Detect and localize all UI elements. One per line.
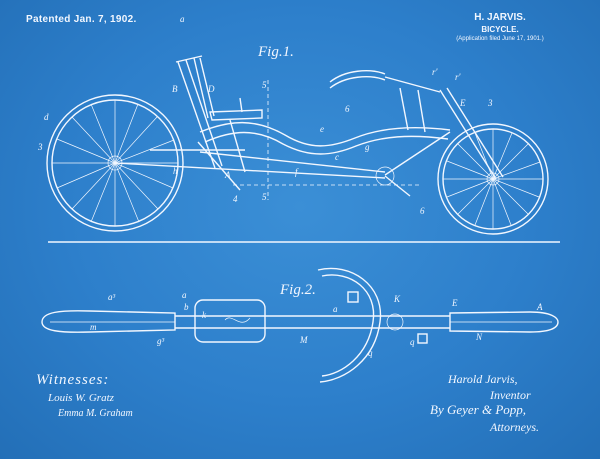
svg-text:3: 3 — [37, 142, 43, 152]
svg-text:h: h — [173, 166, 178, 176]
svg-text:r': r' — [432, 67, 439, 77]
svg-text:a³: a³ — [108, 292, 116, 302]
fig-1-side-view: a B D d 3 5 5 4 e 6 r' r' E 3 f c g 6 h … — [37, 14, 560, 243]
svg-text:d: d — [44, 112, 49, 122]
svg-text:a: a — [180, 14, 185, 24]
svg-text:E: E — [459, 98, 466, 108]
svg-text:b: b — [184, 302, 189, 312]
svg-text:k: k — [202, 310, 207, 320]
seat-plan — [194, 299, 266, 343]
rear-wheel — [46, 94, 184, 232]
svg-text:D: D — [207, 84, 215, 94]
inventor-role: Inventor — [490, 388, 531, 402]
front-wheel — [437, 123, 549, 235]
seat-back-post — [177, 61, 216, 169]
fig-2-label: Fig.2. — [280, 282, 316, 298]
witnesses-label: Witnesses: — [36, 372, 110, 388]
seat — [209, 109, 263, 121]
svg-text:5: 5 — [262, 80, 267, 90]
svg-text:f: f — [295, 167, 299, 177]
down-tube — [384, 131, 451, 176]
crank-arm — [384, 175, 411, 197]
svg-text:m: m — [90, 322, 97, 332]
application-date: (Application filed June 17, 1901.) — [456, 36, 544, 42]
svg-text:5: 5 — [262, 192, 267, 202]
witness-signature-2: Emma M. Graham — [58, 408, 133, 419]
crank-sprocket — [375, 166, 395, 186]
fig-2-top-view: a³ a b k M a K q E A N m g³ q — [41, 267, 559, 383]
svg-text:q: q — [368, 348, 373, 358]
svg-text:4: 4 — [233, 194, 238, 204]
svg-text:B: B — [172, 84, 178, 94]
svg-text:E: E — [451, 298, 458, 308]
svg-text:6: 6 — [345, 104, 350, 114]
svg-text:A: A — [536, 302, 543, 312]
svg-text:6: 6 — [420, 206, 425, 216]
svg-text:r': r' — [455, 72, 462, 82]
svg-text:A: A — [224, 170, 231, 180]
svg-text:e: e — [320, 124, 324, 134]
svg-text:g³: g³ — [157, 336, 165, 346]
handlebar-plan — [317, 267, 382, 383]
handlebar — [329, 70, 386, 83]
svg-text:c: c — [335, 152, 339, 162]
inventor-name: H. JARVIS. — [474, 12, 526, 23]
front-fork — [439, 89, 497, 180]
svg-text:3: 3 — [487, 98, 493, 108]
fig-1-label: Fig.1. — [258, 44, 294, 60]
attorneys-role: Attorneys. — [490, 420, 539, 434]
rear-wheel-plan — [41, 310, 176, 333]
chain-stay — [114, 162, 386, 179]
front-wheel-plan — [449, 311, 559, 333]
frame-top-tube — [199, 121, 451, 147]
svg-text:M: M — [299, 335, 308, 345]
attorneys-line: By Geyer & Popp, — [430, 402, 527, 417]
witness-signature-1: Louis W. Gratz — [48, 392, 114, 404]
svg-text:N: N — [475, 332, 483, 342]
svg-text:K: K — [393, 294, 401, 304]
svg-text:a: a — [333, 304, 338, 314]
svg-text:g: g — [365, 142, 370, 152]
svg-text:q: q — [410, 337, 415, 347]
svg-text:a: a — [182, 290, 187, 300]
patent-date: Patented Jan. 7, 1902. — [26, 14, 137, 25]
inventor-signature: Harold Jarvis, — [448, 372, 518, 386]
patent-header: H. JARVIS. BICYCLE. (Application filed J… — [420, 12, 580, 42]
patent-title: BICYCLE. — [481, 25, 519, 34]
